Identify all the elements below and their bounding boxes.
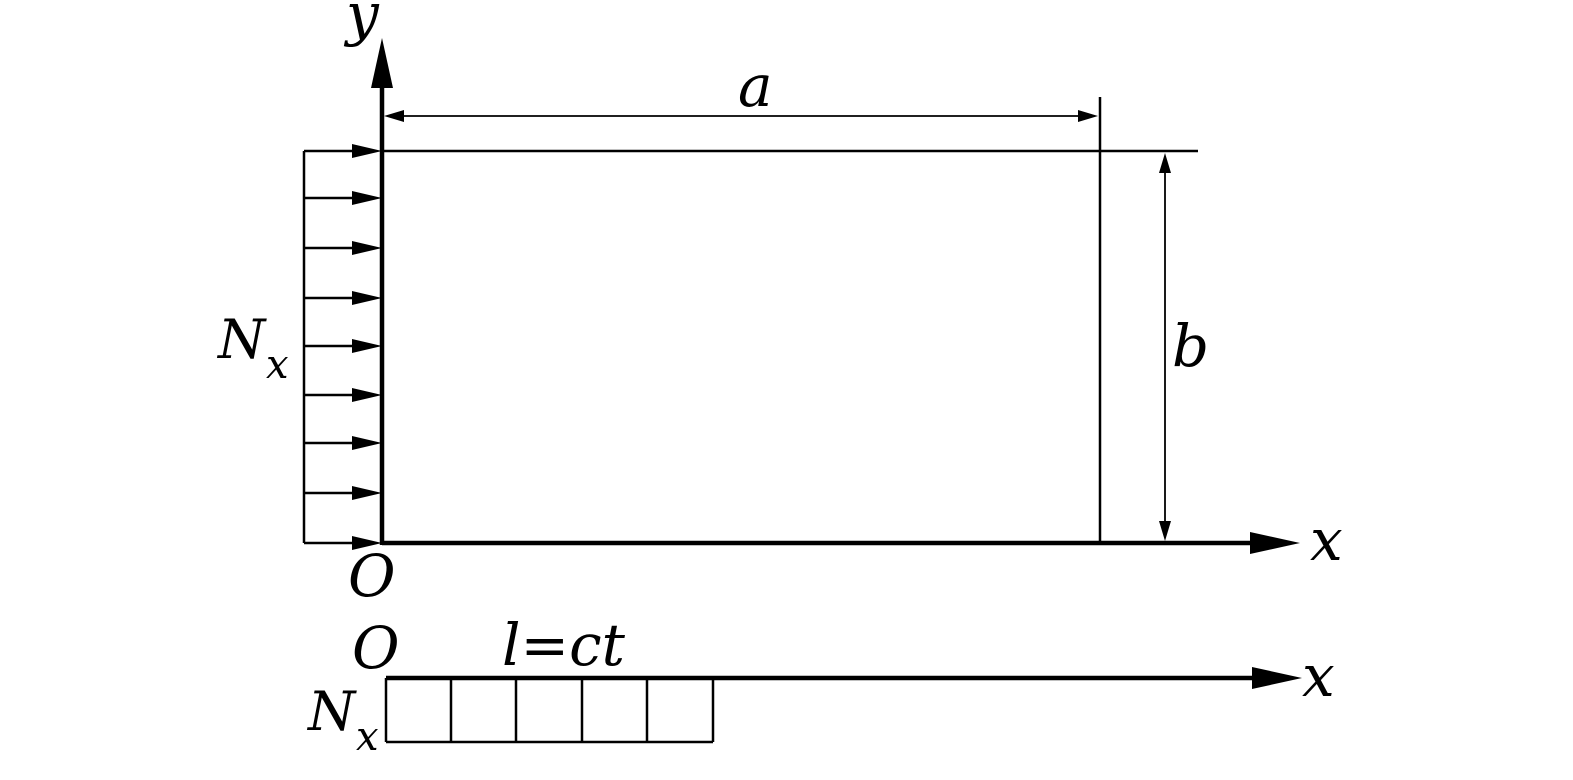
dimension-b-label: b xyxy=(1172,312,1209,380)
y-axis-label: y xyxy=(343,0,380,48)
load-symbol-label-bottom: N xyxy=(306,680,357,743)
load-arrow-head xyxy=(352,241,382,255)
load-arrows xyxy=(304,144,382,550)
load-arrow-head xyxy=(352,388,382,402)
dimension-b-arrow-top xyxy=(1159,153,1171,173)
x-axis-label-top: x xyxy=(1310,506,1343,574)
dimension-a-label: a xyxy=(738,52,773,120)
load-arrow-head xyxy=(352,339,382,353)
x-axis-label-bottom: x xyxy=(1302,642,1335,710)
dimension-a-arrow-left xyxy=(384,110,404,122)
length-formula-label: l=ct xyxy=(502,611,626,679)
dimension-a-arrow-right xyxy=(1078,110,1098,122)
load-block xyxy=(384,678,715,744)
origin-label-top: O xyxy=(348,542,396,610)
y-axis-arrowhead xyxy=(371,38,393,88)
load-arrow-head xyxy=(352,291,382,305)
dimension-b-arrow-bottom xyxy=(1159,521,1171,541)
x-axis-arrowhead xyxy=(1250,532,1300,554)
load-symbol-label: N xyxy=(216,308,267,371)
load-arrow-head xyxy=(352,191,382,205)
load-arrow-head xyxy=(352,486,382,500)
load-arrow-head xyxy=(352,144,382,158)
load-subscript-label: x xyxy=(266,342,289,388)
load-arrow-head xyxy=(352,436,382,450)
lower-x-axis-arrowhead xyxy=(1252,667,1302,689)
load-subscript-label-bottom: x xyxy=(356,714,379,760)
upper-figure xyxy=(302,38,1300,554)
origin-label-bottom: O xyxy=(352,614,400,682)
lower-figure xyxy=(384,667,1302,744)
load-arrow-head xyxy=(352,536,382,550)
